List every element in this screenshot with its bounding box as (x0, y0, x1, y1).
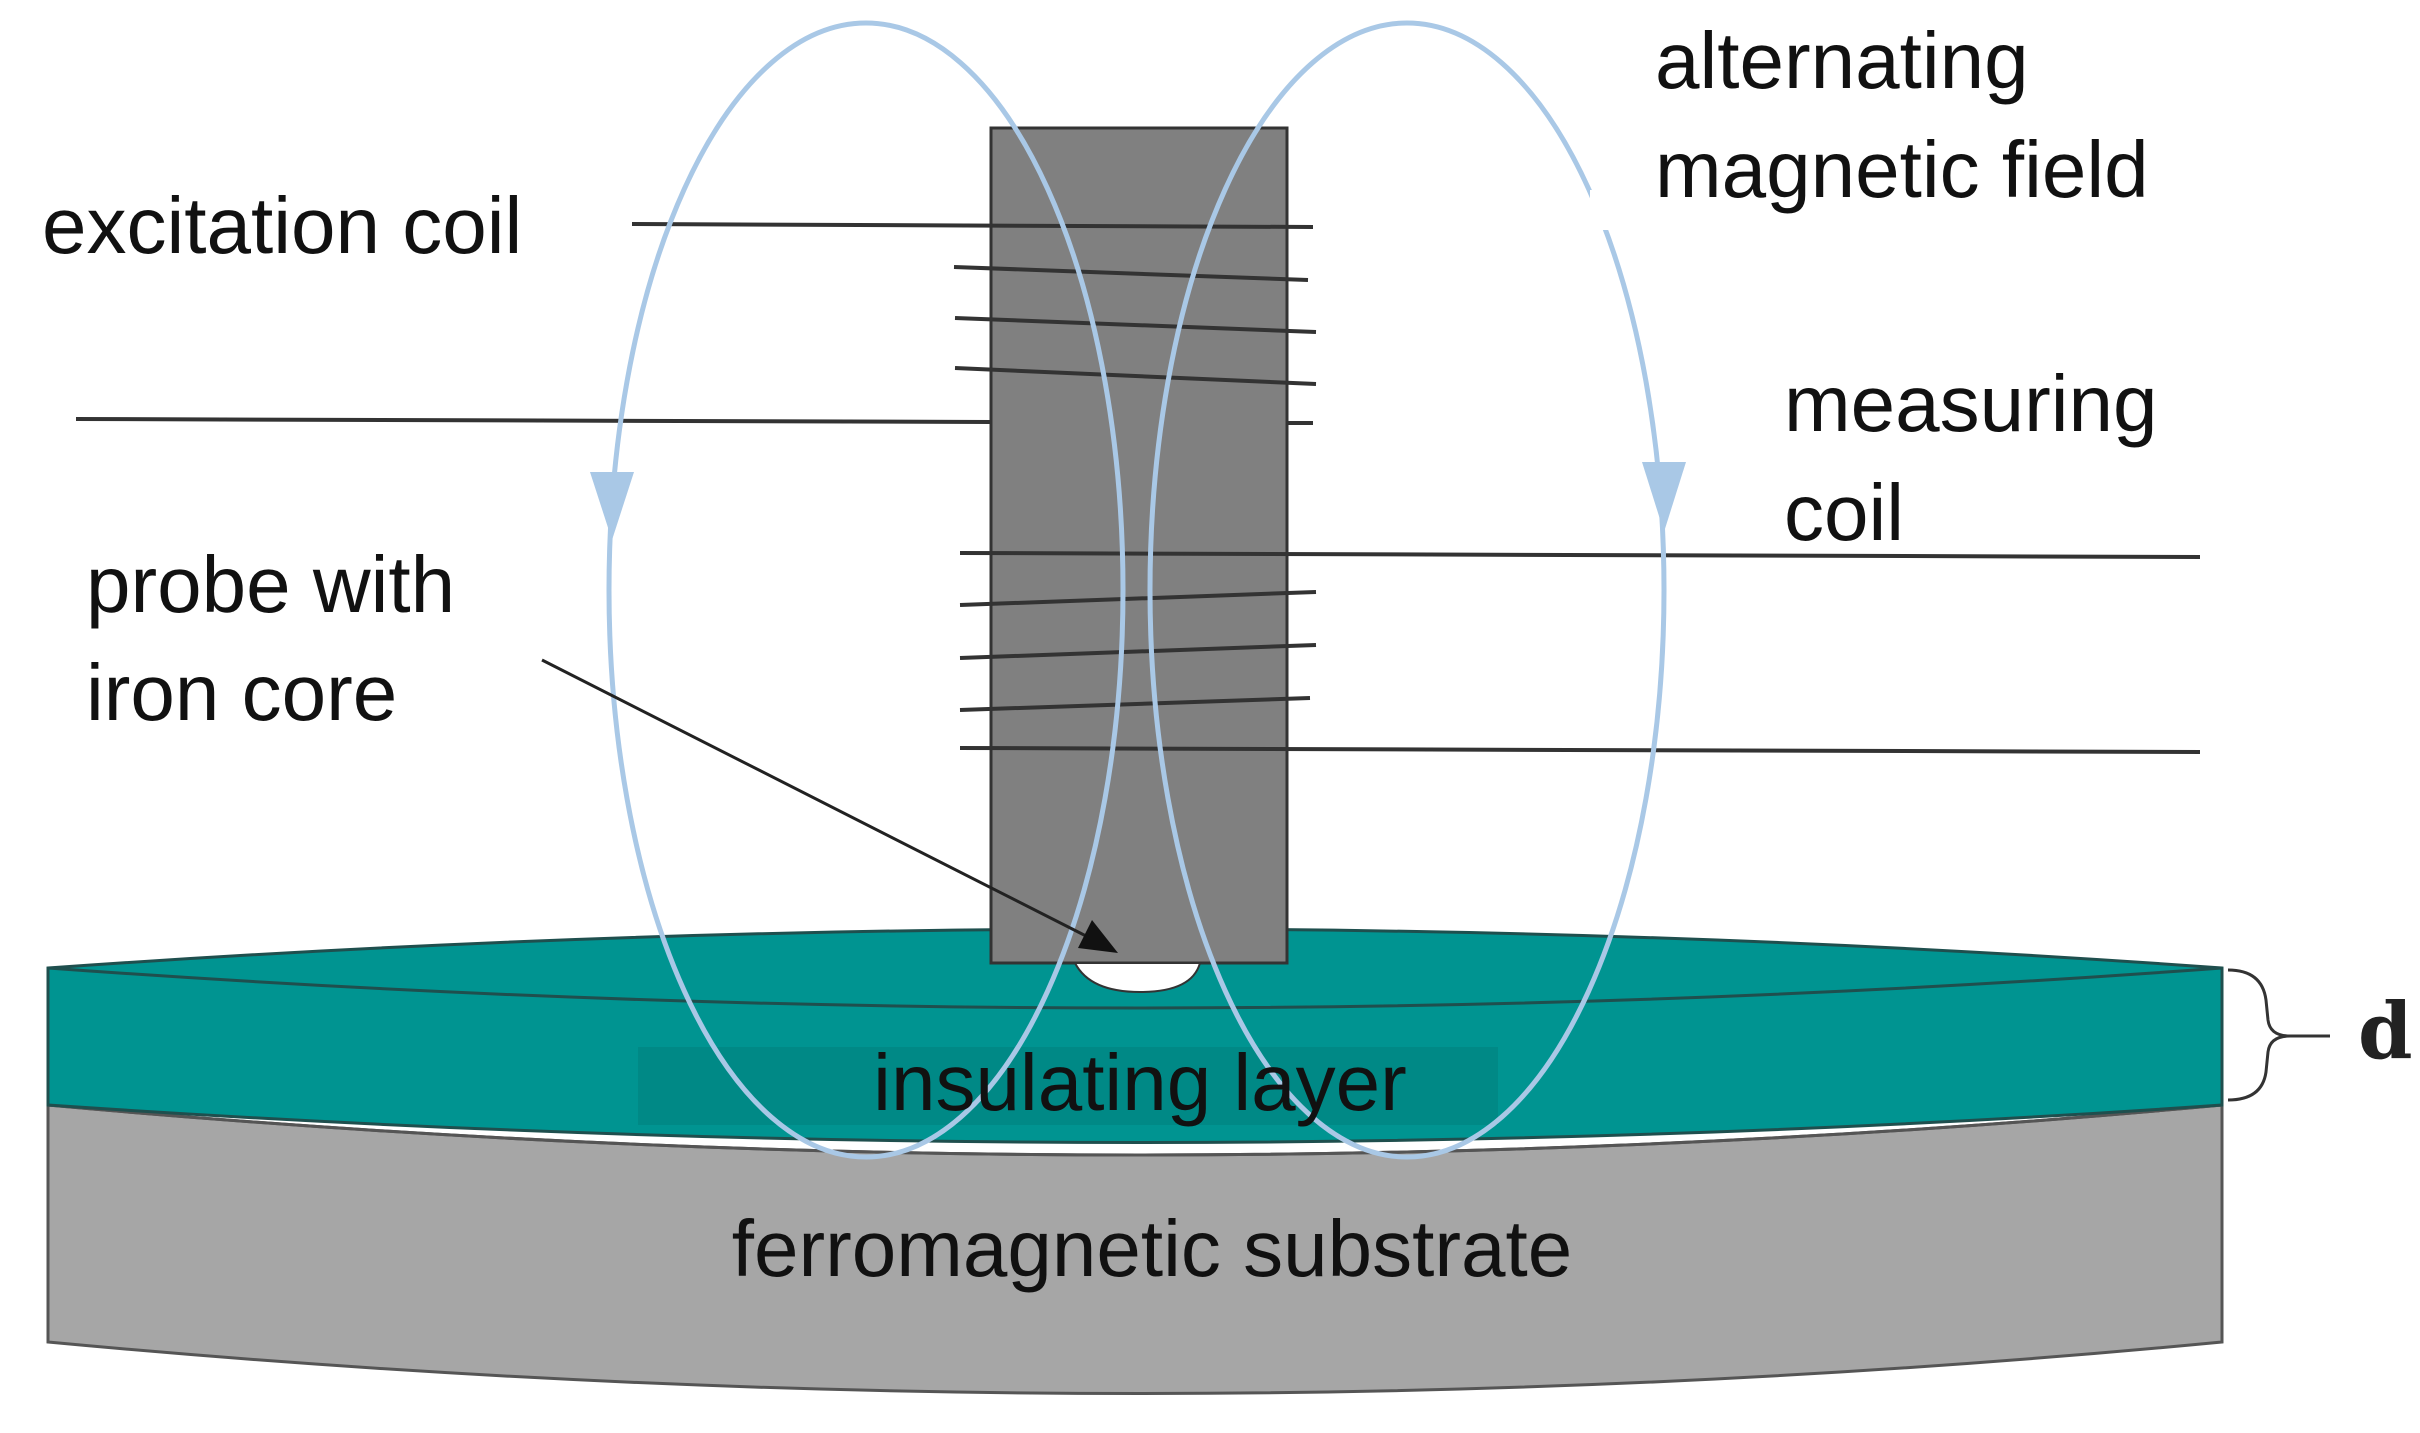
field-loop-right (1147, 20, 1667, 1160)
label-insulating-layer: insulating layer (873, 1038, 1407, 1127)
label-alternating-line2: magnetic field (1655, 125, 2149, 214)
thickness-bracket (2227, 968, 2330, 1102)
field-loop-left (606, 20, 1126, 1160)
label-measuring-line1: measuring (1784, 359, 2158, 448)
ferromagnetic-substrate (46, 1103, 2224, 1395)
field-arrow-down-left-icon (590, 472, 634, 540)
measuring-coil-windings (959, 551, 2201, 754)
excitation-coil-windings (75, 222, 1317, 425)
probe-tip (1073, 962, 1202, 994)
label-substrate: ferromagnetic substrate (732, 1204, 1572, 1293)
label-alternating-line1: alternating (1655, 16, 2029, 105)
label-probe-line1: probe with (86, 540, 455, 629)
probe-pointer-arrow (541, 658, 1118, 953)
label-thickness-d: d (2358, 986, 2413, 1077)
label-excitation-coil: excitation coil (42, 181, 522, 270)
label-probe-line2: iron core (86, 648, 397, 737)
insulating-layer (46, 927, 2224, 1144)
label-measuring-line2: coil (1784, 468, 1904, 557)
field-arrow-down-right-icon (1642, 462, 1686, 532)
magnetic-field-lines (606, 20, 1667, 1160)
probe-iron-core (989, 126, 1289, 965)
